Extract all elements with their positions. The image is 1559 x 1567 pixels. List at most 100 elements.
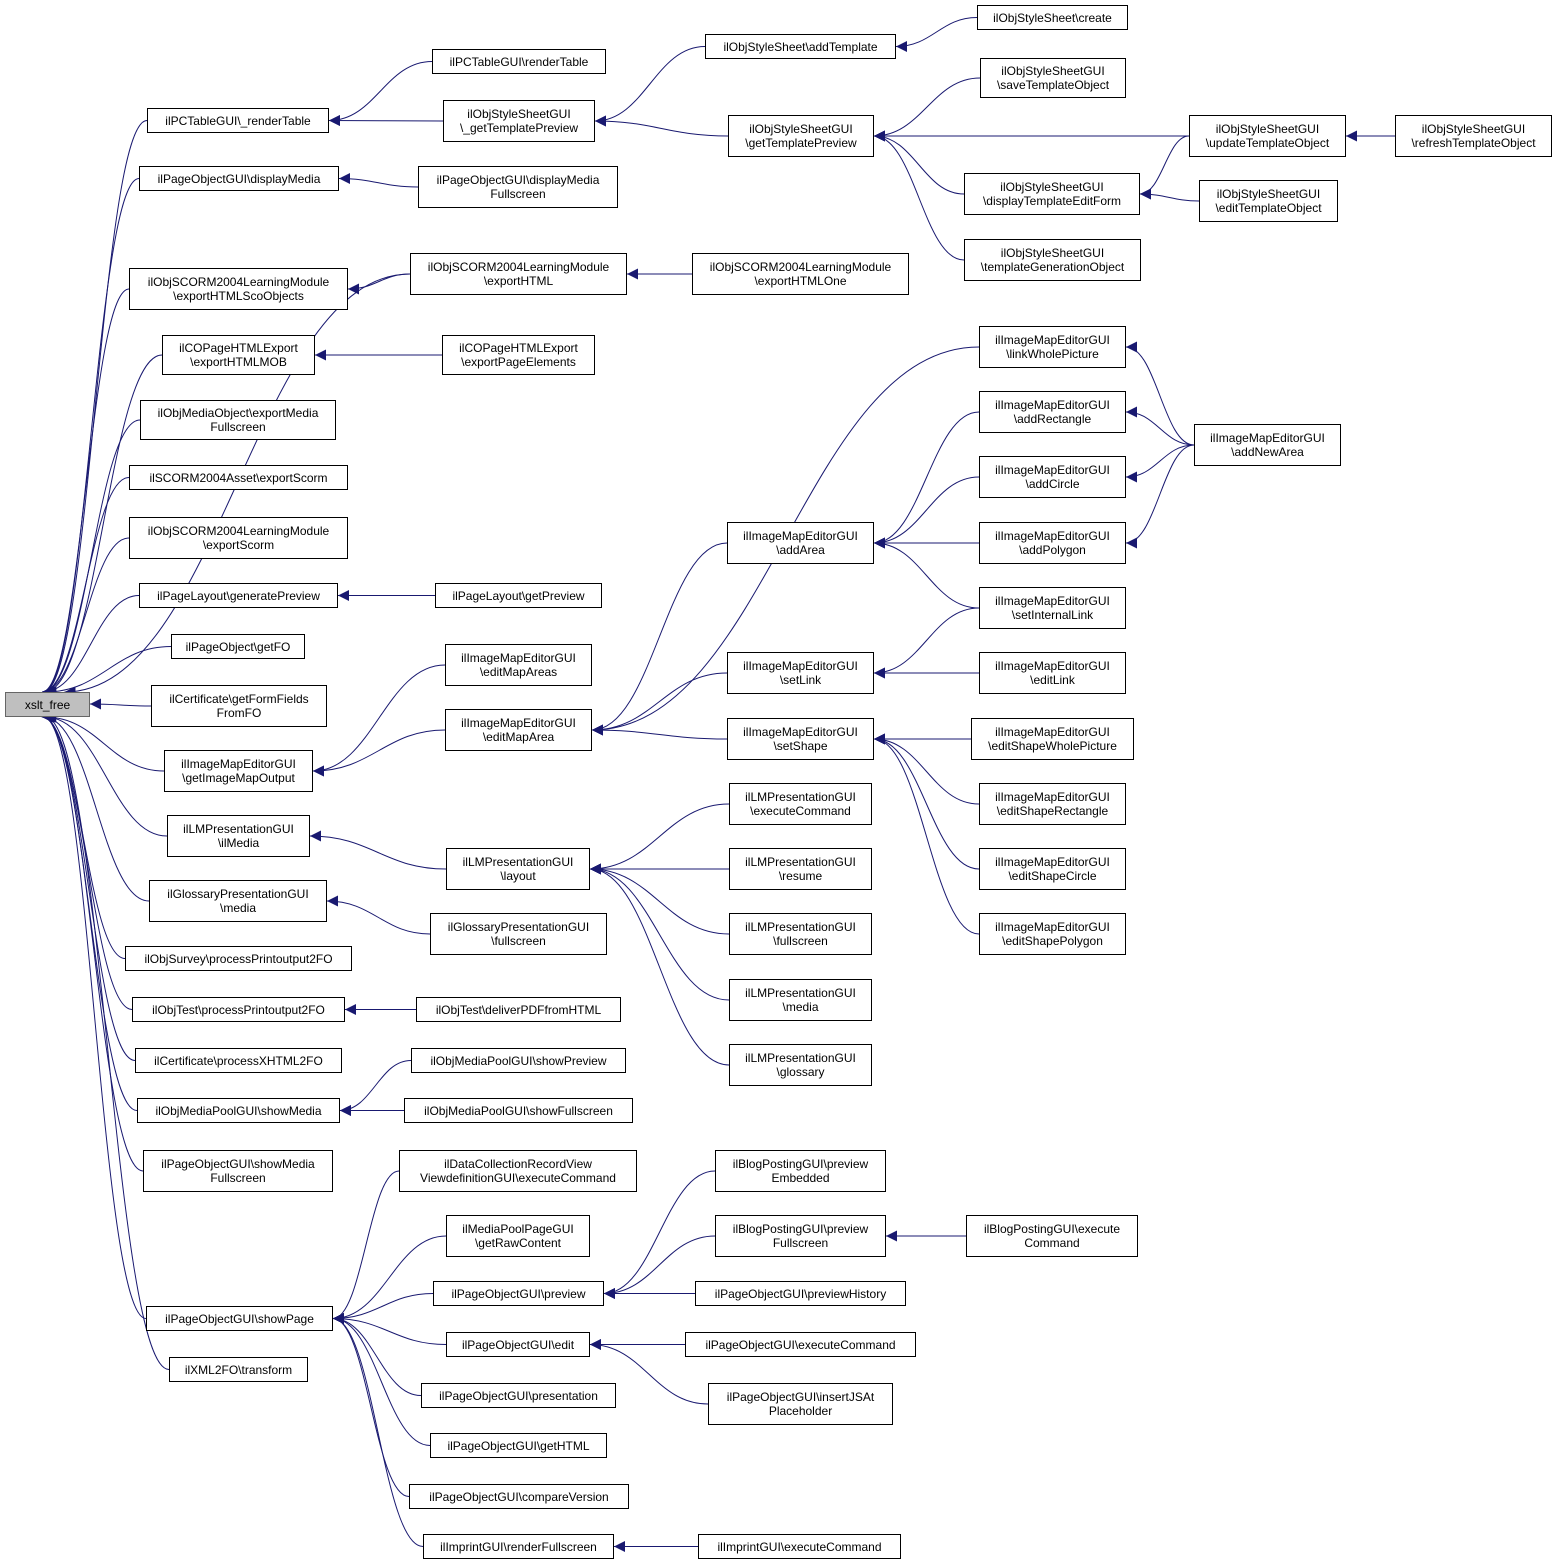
function-node[interactable]: ilObjStyleSheetGUI\getTemplatePreview — [728, 115, 874, 157]
function-node[interactable]: ilImageMapEditorGUI\editMapArea — [445, 709, 592, 751]
call-edge — [1139, 135, 1190, 200]
function-node[interactable]: ilImageMapEditorGUI\editShapeCircle — [979, 848, 1126, 890]
function-node[interactable]: ilObjSCORM2004LearningModule\exportScorm — [129, 517, 348, 559]
function-node[interactable]: ilObjSCORM2004LearningModule\exportHTML — [410, 253, 627, 295]
function-node[interactable]: ilImageMapEditorGUI\editLink — [979, 652, 1126, 694]
node-label-line: ilPageLayout\generatePreview — [157, 588, 320, 603]
function-node[interactable]: ilObjStyleSheetGUI\displayTemplateEditFo… — [964, 173, 1140, 215]
function-node[interactable]: ilGlossaryPresentationGUI\media — [149, 880, 327, 922]
function-node[interactable]: ilObjSCORM2004LearningModule\exportHTMLO… — [692, 253, 909, 295]
call-edge — [347, 273, 411, 295]
node-label-line: \exportHTML — [483, 274, 554, 288]
function-node[interactable]: ilPageObjectGUI\executeCommand — [685, 1332, 916, 1357]
function-node[interactable]: ilObjSCORM2004LearningModule\exportHTMLS… — [129, 268, 348, 310]
call-edge — [338, 173, 419, 188]
function-node[interactable]: ilLMPresentationGUI\glossary — [729, 1044, 872, 1086]
function-node[interactable]: ilObjTest\processPrintoutput2FO — [132, 997, 345, 1022]
function-node[interactable]: ilPageObjectGUI\displayMedia — [139, 166, 339, 191]
function-node[interactable]: ilPCTableGUI\_renderTable — [147, 108, 329, 133]
function-node[interactable]: ilImageMapEditorGUI\editShapePolygon — [979, 913, 1126, 955]
call-edge — [1125, 444, 1195, 549]
function-node[interactable]: ilImageMapEditorGUI\addNewArea — [1194, 424, 1341, 466]
function-node[interactable]: ilCOPageHTMLExport\exportPageElements — [442, 335, 595, 375]
function-node[interactable]: ilLMPresentationGUI\media — [729, 979, 872, 1021]
function-node[interactable]: ilImageMapEditorGUI\getImageMapOutput — [164, 750, 313, 792]
function-node[interactable]: ilObjStyleSheetGUI\_getTemplatePreview — [443, 100, 595, 142]
function-node[interactable]: ilPageObjectGUI\presentation — [421, 1383, 616, 1408]
function-node[interactable]: ilImageMapEditorGUI\editMapAreas — [445, 644, 592, 686]
function-node[interactable]: ilObjMediaPoolGUI\showPreview — [411, 1048, 626, 1073]
function-node[interactable]: ilObjStyleSheetGUI\saveTemplateObject — [980, 58, 1126, 98]
function-node[interactable]: ilCOPageHTMLExport\exportHTMLMOB — [162, 335, 315, 375]
node-label-line: ilImageMapEditorGUI — [743, 529, 858, 543]
function-node[interactable]: ilXML2FO\transform — [169, 1357, 308, 1382]
function-node[interactable]: ilObjMediaPoolGUI\showFullscreen — [404, 1098, 633, 1123]
call-edge — [332, 1313, 424, 1547]
call-edge — [41, 288, 130, 698]
function-node[interactable]: ilPageObject\getFO — [171, 634, 305, 659]
node-label-line: ilLMPresentationGUI — [183, 822, 294, 836]
node-label-line: \saveTemplateObject — [996, 78, 1110, 92]
function-node[interactable]: ilPCTableGUI\renderTable — [432, 49, 606, 74]
function-node[interactable]: ilPageObjectGUI\previewHistory — [695, 1281, 906, 1306]
node-label-line: ilGlossaryPresentationGUI — [447, 920, 590, 934]
function-node[interactable]: ilLMPresentationGUI\executeCommand — [729, 783, 872, 825]
function-node[interactable]: ilGlossaryPresentationGUI\fullscreen — [430, 913, 607, 955]
function-node[interactable]: ilImageMapEditorGUI\addPolygon — [979, 522, 1126, 564]
function-node[interactable]: ilPageObjectGUI\edit — [446, 1332, 590, 1357]
function-node[interactable]: ilImageMapEditorGUI\setLink — [727, 652, 874, 694]
function-node[interactable]: ilObjMediaPoolGUI\showMedia — [137, 1098, 340, 1123]
function-node[interactable]: ilLMPresentationGUI\resume — [729, 848, 872, 890]
function-node[interactable]: ilLMPresentationGUI\fullscreen — [729, 913, 872, 955]
node-label-line: \_getTemplatePreview — [459, 121, 579, 135]
function-node[interactable]: ilPageObjectGUI\showPage — [146, 1306, 333, 1331]
node-label-line: ilImprintGUI\executeCommand — [717, 1539, 882, 1554]
function-node[interactable]: ilPageObjectGUI\compareVersion — [409, 1484, 629, 1509]
function-node[interactable]: ilLMPresentationGUI\ilMedia — [167, 815, 310, 857]
call-edge — [873, 733, 980, 870]
function-node[interactable]: ilImageMapEditorGUI\addRectangle — [979, 391, 1126, 433]
function-node[interactable]: ilObjTest\deliverPDFfromHTML — [416, 997, 621, 1022]
function-node[interactable]: ilObjStyleSheetGUI\refreshTemplateObject — [1395, 115, 1552, 157]
function-node[interactable]: ilObjSurvey\processPrintoutput2FO — [125, 946, 352, 971]
node-label-line: ilObjStyleSheetGUI — [1215, 122, 1320, 136]
node-label-line: \setShape — [773, 739, 828, 753]
call-edge — [1125, 341, 1195, 446]
node-label-line: ilPageObjectGUI\compareVersion — [429, 1489, 609, 1504]
function-node[interactable]: ilMediaPoolPageGUI\getRawContent — [446, 1215, 590, 1257]
function-node[interactable]: ilImprintGUI\renderFullscreen — [423, 1534, 614, 1559]
function-node[interactable]: ilObjStyleSheet\addTemplate — [705, 34, 896, 59]
function-node[interactable]: ilObjStyleSheetGUI\editTemplateObject — [1199, 180, 1338, 222]
function-node[interactable]: ilLMPresentationGUI\layout — [446, 848, 590, 890]
function-node[interactable]: ilObjStyleSheetGUI\templateGenerationObj… — [964, 239, 1141, 281]
function-node[interactable]: ilPageObjectGUI\preview — [433, 1281, 604, 1306]
function-node[interactable]: ilCertificate\processXHTML2FO — [135, 1048, 342, 1073]
function-node[interactable]: ilPageLayout\generatePreview — [139, 583, 338, 608]
function-node[interactable]: ilImageMapEditorGUI\linkWholePicture — [979, 326, 1126, 368]
function-node[interactable]: ilImageMapEditorGUI\editShapeRectangle — [979, 783, 1126, 825]
node-label-line: ilImageMapEditorGUI — [461, 651, 576, 665]
function-node[interactable]: ilPageObjectGUI\getHTML — [430, 1433, 607, 1458]
function-node[interactable]: ilImprintGUI\executeCommand — [698, 1534, 901, 1559]
function-node[interactable]: ilImageMapEditorGUI\addArea — [727, 522, 874, 564]
function-node[interactable]: ilPageLayout\getPreview — [435, 583, 602, 608]
call-edge — [603, 1235, 716, 1299]
function-node[interactable]: ilImageMapEditorGUI\addCircle — [979, 456, 1126, 498]
function-node[interactable]: ilImageMapEditorGUI\editShapeWholePictur… — [971, 718, 1134, 760]
function-node[interactable]: ilSCORM2004Asset\exportScorm — [129, 465, 348, 490]
call-edge — [42, 711, 136, 1061]
node-label-line: ilObjStyleSheetGUI — [1000, 180, 1104, 194]
function-node[interactable]: ilImageMapEditorGUI\setInternalLink — [979, 587, 1126, 629]
function-node[interactable]: ilObjStyleSheet\create — [977, 5, 1128, 30]
function-node[interactable]: ilObjStyleSheetGUI\updateTemplateObject — [1189, 115, 1346, 157]
function-node[interactable]: ilImageMapEditorGUI\setShape — [727, 718, 874, 760]
